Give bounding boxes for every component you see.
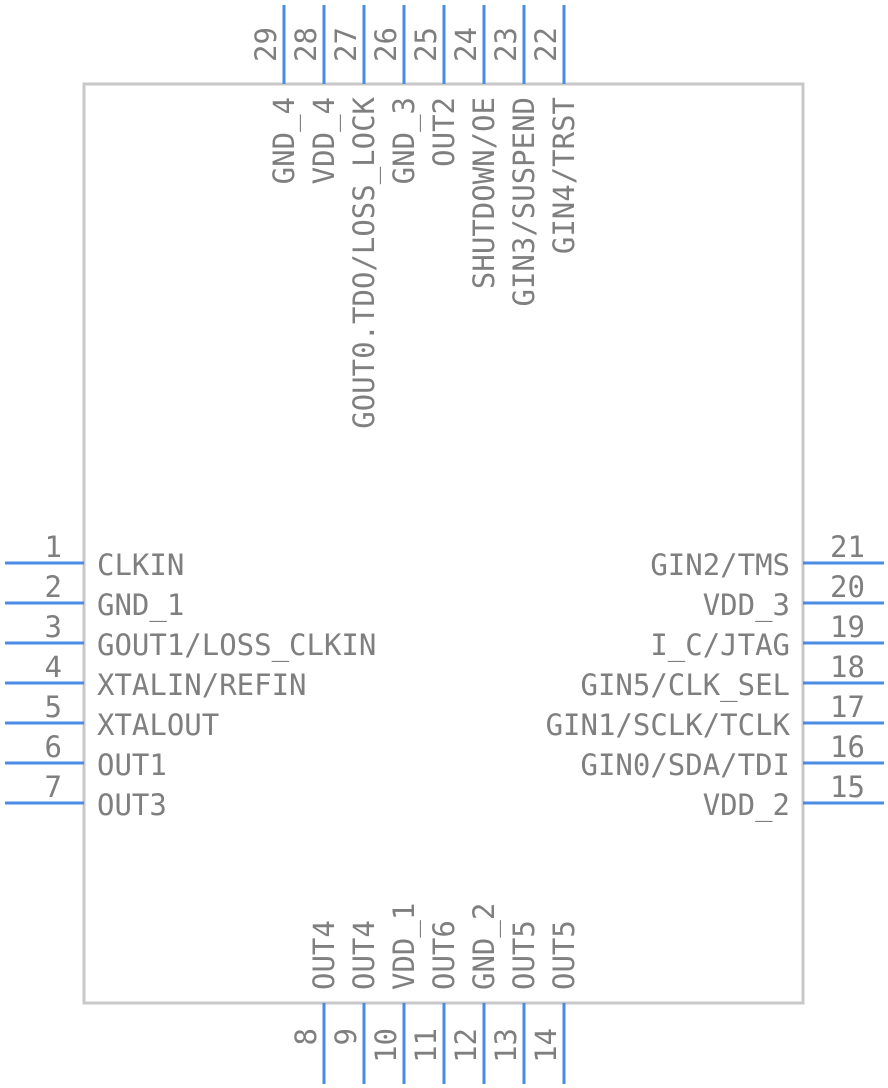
pin-label: VDD_3	[703, 588, 790, 623]
pin-number: 21	[830, 530, 865, 564]
pin-label: GIN3/SUSPEND	[507, 97, 541, 307]
pin-label: OUT5	[507, 920, 541, 990]
pin-label: OUT1	[97, 748, 167, 782]
pin-label: VDD_1	[387, 903, 422, 990]
pin-label: GND_2	[467, 903, 502, 990]
pin-number: 17	[830, 690, 865, 724]
pin-number: 24	[449, 27, 483, 62]
pin-label: GOUT1/LOSS_CLKIN	[97, 628, 376, 663]
pin-number: 27	[329, 27, 363, 62]
pin-number: 7	[45, 770, 62, 804]
pin-number: 12	[449, 1028, 483, 1063]
pin-label: XTALOUT	[97, 708, 219, 742]
ic-body	[82, 82, 805, 1005]
pin-label: GND_1	[97, 588, 184, 623]
pin-label: GIN0/SDA/TDI	[580, 748, 790, 782]
pin-label: GIN2/TMS	[650, 548, 790, 582]
pin-number: 14	[529, 1028, 563, 1063]
pin-number: 25	[409, 27, 443, 62]
pin-number: 26	[369, 27, 403, 62]
pin-label: GIN1/SCLK/TCLK	[546, 708, 791, 742]
pin-label: GND_4	[267, 97, 302, 184]
pin-number: 29	[249, 27, 283, 62]
pin-label: I_C/JTAG	[650, 628, 790, 663]
pin-label: OUT5	[547, 920, 581, 990]
pin-number: 6	[45, 730, 62, 764]
pin-number: 2	[45, 570, 62, 604]
pin-number: 28	[289, 27, 323, 62]
pin-number: 1	[45, 530, 62, 564]
pin-label: GND_3	[387, 97, 422, 184]
pin-label: OUT3	[97, 788, 167, 822]
pin-label: GIN4/TRST	[547, 97, 581, 254]
pin-label: VDD_2	[703, 788, 790, 823]
pin-number: 18	[830, 650, 865, 684]
pin-label: GIN5/CLK_SEL	[580, 668, 790, 703]
pin-number: 10	[369, 1028, 403, 1063]
pin-label: XTALIN/REFIN	[97, 668, 307, 702]
pin-number: 16	[830, 730, 865, 764]
pin-number: 20	[830, 570, 865, 604]
pin-number: 8	[289, 1028, 323, 1045]
pin-number: 5	[45, 690, 62, 724]
pin-number: 19	[830, 610, 865, 644]
pin-label: OUT6	[427, 920, 461, 990]
pin-number: 9	[329, 1028, 363, 1045]
pin-label: OUT2	[427, 97, 461, 167]
pin-label: GOUT0.TDO/LOSS_LOCK	[347, 96, 382, 428]
pin-number: 11	[409, 1028, 443, 1063]
pin-label: CLKIN	[97, 548, 184, 582]
pin-number: 3	[45, 610, 62, 644]
pin-label: OUT4	[307, 920, 341, 990]
pin-number: 23	[489, 27, 523, 62]
pin-label: OUT4	[347, 920, 381, 990]
pin-number: 15	[830, 770, 865, 804]
pin-number: 13	[489, 1028, 523, 1063]
pin-label: SHUTDOWN/OE	[467, 97, 501, 289]
pin-label: VDD_4	[307, 97, 342, 184]
pin-number: 4	[45, 650, 62, 684]
pin-number: 22	[529, 27, 563, 62]
